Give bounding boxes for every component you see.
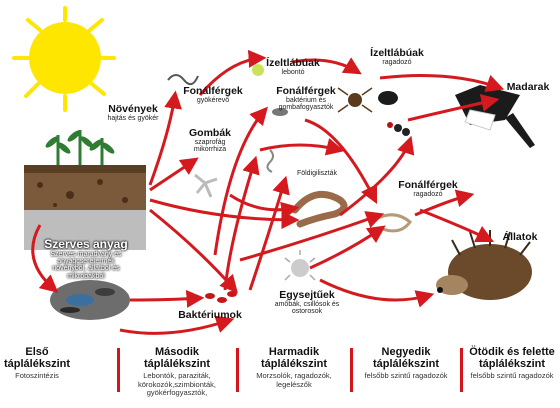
protozoa-title: Egysejtűek bbox=[272, 290, 342, 301]
fungi-label: Gombák szaprofág mikorrhiza bbox=[184, 128, 236, 154]
ant-icon bbox=[387, 122, 410, 136]
organic-matter-label: Szerves anyag Szerves maradvány és anyag… bbox=[24, 238, 148, 280]
organic-matter-title: Szerves anyag bbox=[24, 238, 148, 251]
trophic-level-5: Ötödik és felette táplálékszint felsőbb … bbox=[465, 346, 559, 406]
root-nematode-label: Fonálférgek gyökérevő bbox=[183, 86, 243, 104]
trophic-level-desc: felsőbb szintű ragadozók bbox=[354, 372, 458, 381]
trophic-level-2: Második táplálékszint Lebontók, parazitá… bbox=[122, 346, 232, 406]
level-divider bbox=[350, 348, 353, 392]
food-web-arrow bbox=[130, 298, 200, 300]
level-divider bbox=[460, 348, 463, 392]
bacteria-label: Baktériumok bbox=[170, 310, 250, 321]
food-web-arrow bbox=[260, 145, 340, 150]
bacterivore-nematode-sub: baktérium és gombafogyasztók bbox=[264, 97, 348, 112]
bacterivore-nematode-label: Fonálférgek baktérium és gombafogyasztók bbox=[264, 86, 348, 112]
trophic-level-title: Harmadik táplálékszint bbox=[242, 346, 346, 370]
trophic-level-3: Harmadik táplálékszint Morzsolók, ragado… bbox=[242, 346, 346, 406]
organic-debris-icon bbox=[50, 280, 130, 320]
soil-with-plants-icon bbox=[24, 129, 146, 250]
trophic-level-title: Második táplálékszint bbox=[122, 346, 232, 370]
organic-matter-sub: Szerves maradvány és anyagcseretermék nö… bbox=[46, 251, 126, 280]
magpie-icon bbox=[455, 85, 535, 148]
bacteria-icon bbox=[205, 291, 237, 303]
bacterivore-nematode-title: Fonálférgek bbox=[264, 86, 348, 97]
food-web-arrow bbox=[150, 210, 235, 290]
arthropod-predator-label: Ízeltlábúak ragadozó bbox=[362, 48, 432, 66]
root-nematode-icon bbox=[168, 75, 198, 84]
beetle-icon bbox=[378, 91, 398, 105]
food-web-arrow bbox=[420, 210, 490, 240]
trophic-level-title: Ötödik és felette táplálékszint bbox=[465, 346, 559, 370]
earthworm-icon bbox=[295, 194, 344, 224]
predator-nematode-label: Fonálférgek ragadozó bbox=[388, 180, 468, 198]
trophic-level-title: Első táplálékszint bbox=[2, 346, 72, 370]
trophic-level-title: Negyedik táplálékszint bbox=[354, 346, 458, 370]
protozoa-label: Egysejtűek amőbák, csillósok és ostoroso… bbox=[272, 290, 342, 316]
predator-nematode-sub: ragadozó bbox=[388, 191, 468, 198]
food-web-arrow bbox=[305, 120, 375, 200]
food-web-arrow bbox=[120, 320, 230, 333]
trophic-level-desc: Lebontók, paraziták, körokozók,szimbiont… bbox=[122, 372, 232, 398]
root-nematode-title: Fonálférgek bbox=[183, 86, 243, 97]
trophic-level-desc: Fotoszintézis bbox=[2, 372, 72, 381]
trophic-level-4: Negyedik táplálékszint felsőbb szintű ra… bbox=[354, 346, 458, 406]
arthropod-decomposer-title: Ízeltlábúak bbox=[262, 58, 324, 69]
fungi-sub: szaprofág mikorrhiza bbox=[184, 139, 236, 154]
arthropod-decomposer-sub: lebontó bbox=[262, 69, 324, 76]
food-web-arrow bbox=[250, 180, 285, 290]
plants-sub: hajtás és gyökér bbox=[98, 115, 168, 122]
sun-icon bbox=[14, 8, 114, 110]
pred-nematode-icon bbox=[378, 215, 410, 231]
trophic-level-1: Első táplálékszint Fotoszintézis bbox=[2, 346, 72, 406]
fungi-icon bbox=[195, 175, 217, 197]
arthropod-predator-title: Ízeltlábúak bbox=[362, 48, 432, 59]
plants-title: Növények bbox=[98, 104, 168, 115]
level-divider bbox=[236, 348, 239, 392]
fungi-title: Gombák bbox=[184, 128, 236, 139]
food-web-arrow bbox=[340, 140, 410, 215]
arthropod-decomposer-label: Ízeltlábúak lebontó bbox=[262, 58, 324, 76]
root-nematode-sub: gyökérevő bbox=[183, 97, 243, 104]
earthworm-title: Földigiliszták bbox=[282, 170, 352, 177]
level-divider bbox=[117, 348, 120, 392]
plants-label: Növények hajtás és gyökér bbox=[98, 104, 168, 122]
arthropod-predator-sub: ragadozó bbox=[362, 59, 432, 66]
animals-label: Állatok bbox=[490, 232, 550, 243]
protozoa-icon bbox=[285, 250, 315, 280]
predator-nematode-title: Fonálférgek bbox=[388, 180, 468, 191]
protozoa-sub: amőbák, csillósok és ostorosok bbox=[272, 301, 342, 316]
earthworm-label: Földigiliszták bbox=[282, 170, 352, 177]
trophic-level-desc: felsőbb szintű ragadozók bbox=[465, 372, 559, 381]
nematode-bact-icon bbox=[267, 150, 273, 172]
trophic-level-desc: Morzsolók, ragadozók, legelészők bbox=[242, 372, 346, 389]
birds-label: Madarak bbox=[498, 82, 558, 93]
